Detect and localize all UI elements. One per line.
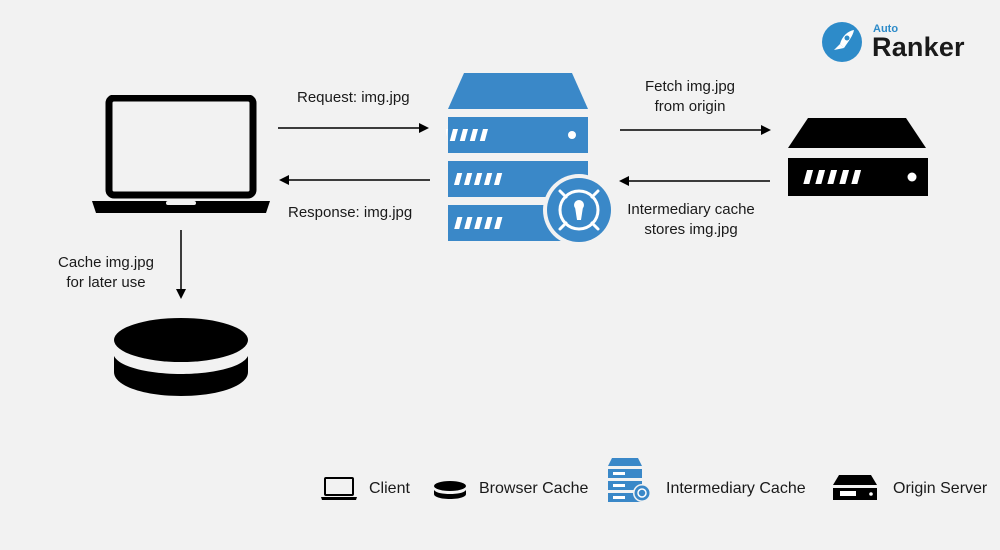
request-label: Request: img.jpg — [297, 89, 410, 106]
intermediary-cache-server-icon — [446, 73, 615, 246]
legend-browser-cache-icon — [434, 481, 466, 499]
stores-label-line1: Intermediary cache — [627, 201, 755, 218]
request-arrow — [278, 123, 429, 133]
legend-intermediary-cache-icon — [608, 458, 651, 502]
client-laptop-icon — [92, 95, 270, 213]
stores-label-line2: stores img.jpg — [644, 221, 738, 238]
rocket-logo-icon — [822, 22, 862, 62]
brand-small-text: Auto — [873, 23, 899, 35]
cache-label: Cache img.jpg for later use — [50, 253, 162, 293]
response-arrow — [279, 175, 430, 185]
fetch-label-line2: from origin — [654, 98, 726, 115]
origin-response-arrow — [619, 176, 770, 186]
stores-label: Intermediary cache stores img.jpg — [616, 200, 766, 240]
origin-server-icon — [788, 118, 928, 196]
cache-label-line2: for later use — [66, 274, 146, 291]
legend-client-icon — [321, 477, 357, 500]
fetch-arrow — [620, 125, 771, 135]
cache-label-line1: Cache img.jpg — [58, 254, 154, 271]
cache-down-arrow — [176, 230, 186, 299]
legend-client-label: Client — [369, 480, 410, 497]
legend-origin-server-label: Origin Server — [893, 480, 988, 497]
brand-logo: Auto Ranker — [820, 20, 980, 66]
response-label: Response: img.jpg — [288, 204, 413, 221]
brand-name: Ranker — [872, 32, 965, 62]
browser-cache-disk-icon — [114, 318, 248, 396]
legend-intermediary-cache-label: Intermediary Cache — [666, 480, 806, 497]
legend-browser-cache-label: Browser Cache — [479, 480, 589, 497]
legend-origin-server-icon — [833, 475, 877, 500]
fetch-label: Fetch img.jpg from origin — [630, 77, 750, 117]
legend: Client Browser Cache Intermediary Cache … — [310, 455, 1000, 515]
fetch-label-line1: Fetch img.jpg — [644, 78, 736, 95]
